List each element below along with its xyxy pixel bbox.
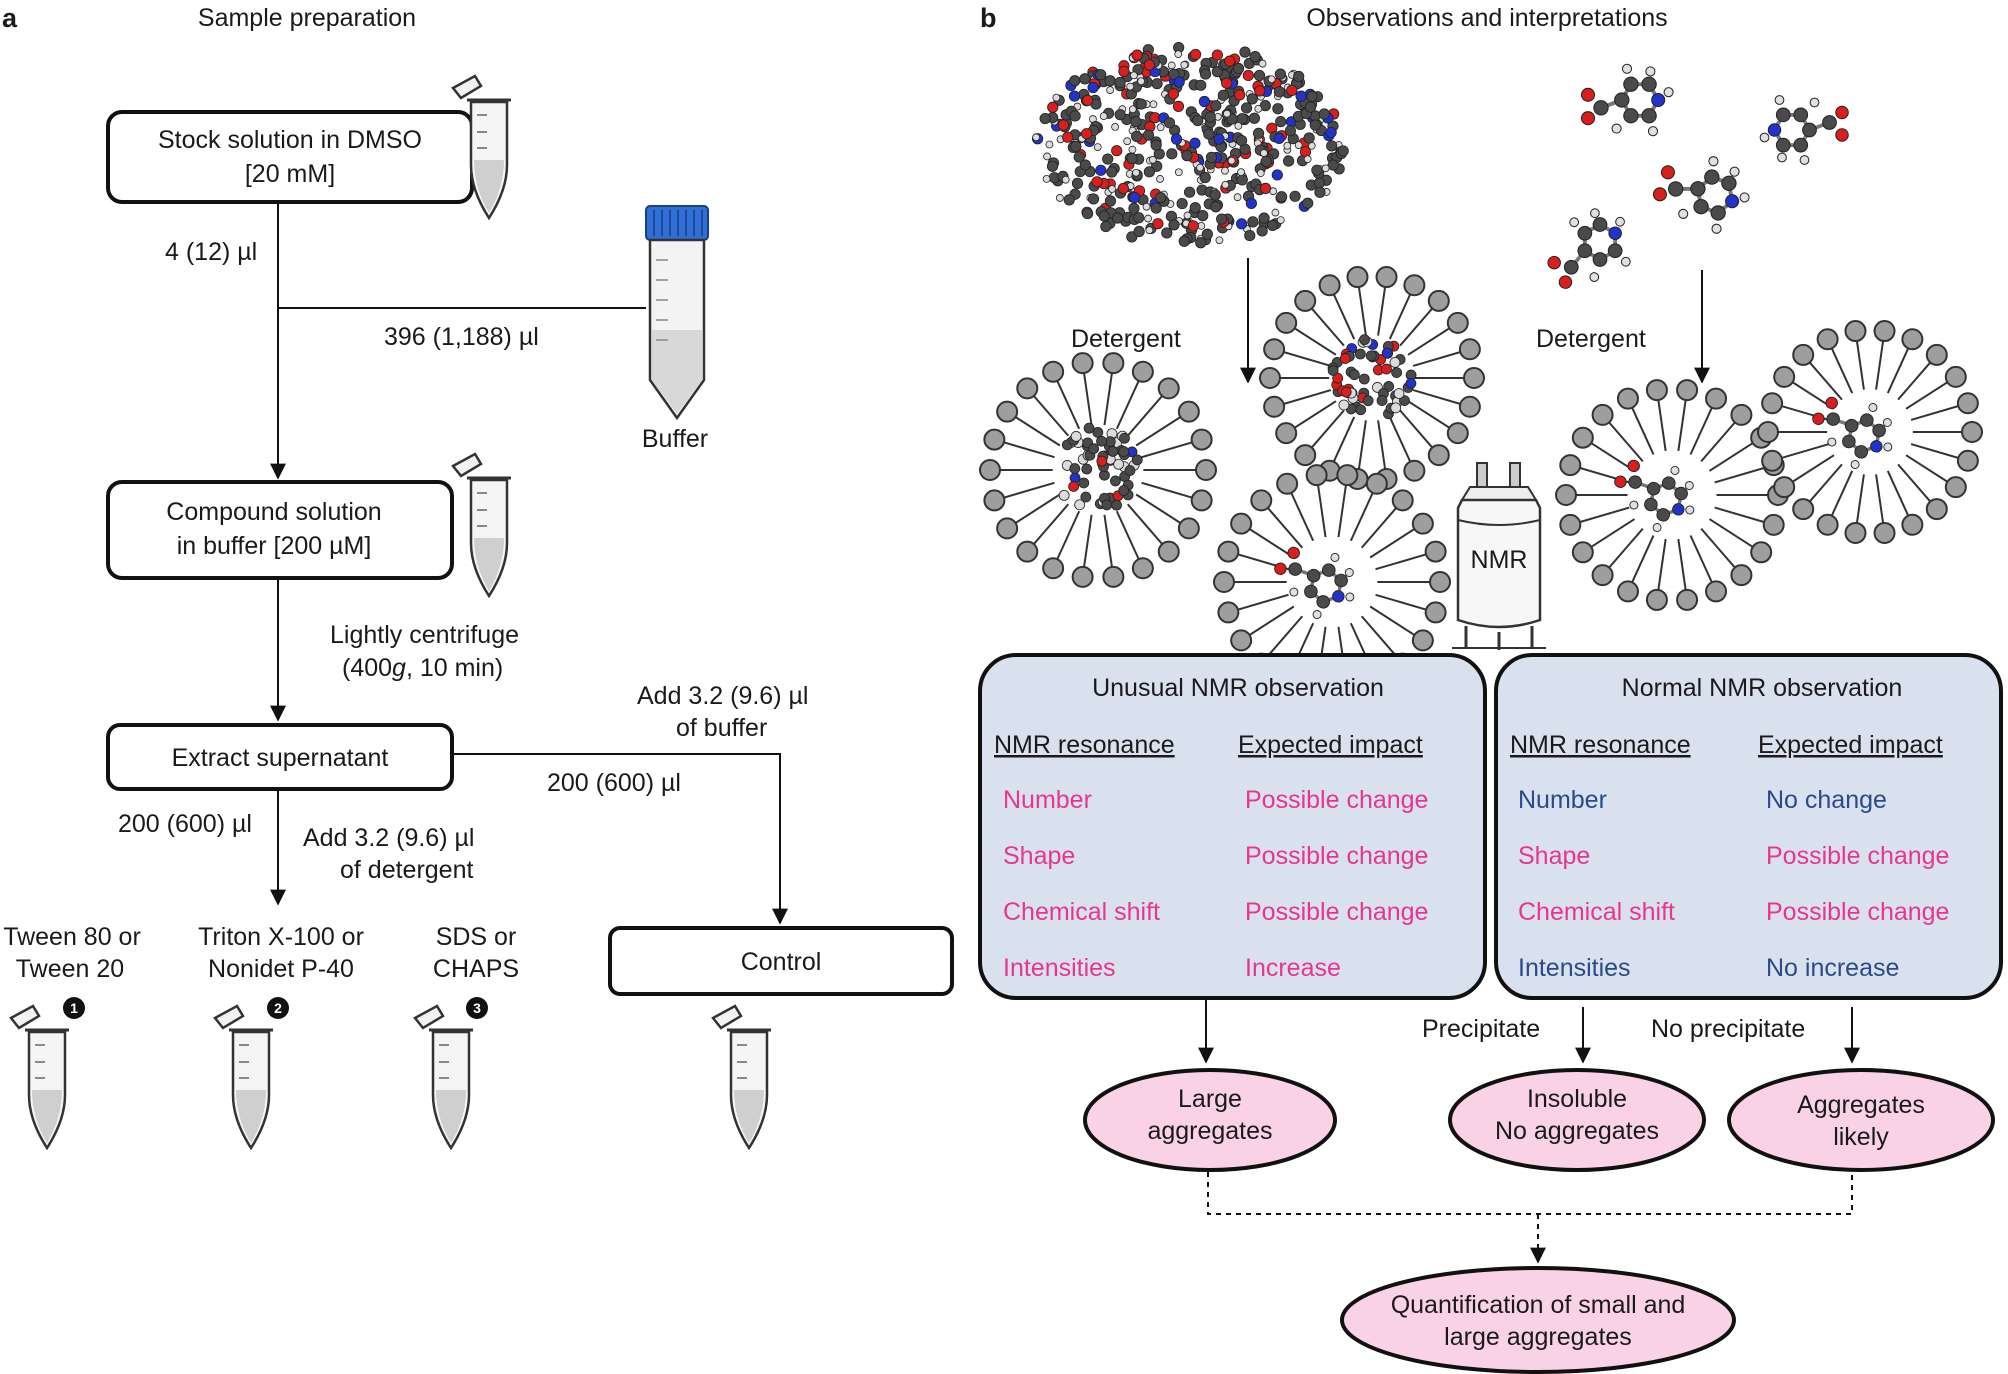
unusual-observation-title: Unusual NMR observation [1092, 674, 1384, 702]
detergent-label-left: Detergent [1071, 325, 1181, 353]
normal-resonance-2: Chemical shift [1518, 898, 1675, 926]
panel-a-title: Sample preparation [198, 4, 416, 32]
insoluble-node [1448, 1068, 1706, 1172]
control-tube-icon [711, 1004, 773, 1150]
compound-solution-box [106, 480, 454, 580]
normal-impact-1: Possible change [1766, 842, 1949, 870]
detergent-option-3: SDS or [436, 923, 517, 951]
normal-impact-0: No change [1766, 786, 1887, 814]
unusual-observation-panel [978, 653, 1487, 1000]
panel-b: b Observations and interpretations Deter… [978, 3, 2003, 1374]
normal-resonance-0: Number [1518, 786, 1607, 814]
add-buffer-label-2: of buffer [676, 714, 767, 742]
add-detergent-label-2: of detergent [340, 856, 473, 884]
precipitate-label: Precipitate [1422, 1015, 1540, 1043]
panel-a-letter: a [2, 3, 18, 33]
unusual-impact-0: Possible change [1245, 786, 1428, 814]
buffer-falcon-tube-icon [645, 205, 709, 421]
normal-col-resonance: NMR resonance [1510, 731, 1691, 759]
stock-volume-label: 4 (12) µl [165, 238, 257, 266]
control-label: Control [741, 948, 822, 976]
detergent-option-2-alt: Nonidet P-40 [208, 955, 354, 983]
unusual-impact-3: Increase [1245, 954, 1341, 982]
unusual-impact-2: Possible change [1245, 898, 1428, 926]
panel-b-title: Observations and interpretations [1306, 4, 1667, 32]
panel-b-letter: b [980, 3, 997, 33]
unusual-resonance-3: Intensities [1003, 954, 1116, 982]
svg-text:1: 1 [70, 1000, 78, 1016]
insoluble-label-2: No aggregates [1495, 1117, 1659, 1145]
quantification-label-2: large aggregates [1444, 1323, 1632, 1351]
normal-resonance-3: Intensities [1518, 954, 1631, 982]
buffer-label: Buffer [642, 425, 708, 453]
no-precipitate-label: No precipitate [1651, 1015, 1805, 1043]
extract-supernatant-label: Extract supernatant [172, 744, 389, 772]
add-detergent-label: Add 3.2 (9.6) µl [303, 824, 474, 852]
aggregates-likely-label: Aggregates [1797, 1091, 1925, 1119]
control-box [608, 926, 954, 996]
panel-a: a Sample preparation Stock solution in D… [2, 3, 954, 1150]
detergent-badge-2 [267, 997, 289, 1019]
svg-text:3: 3 [473, 1000, 481, 1016]
detergent-badge-1 [63, 997, 85, 1019]
large-aggregates-label: Large [1178, 1085, 1242, 1113]
detergent-badge-3 [466, 997, 488, 1019]
stock-concentration-label: [20 mM] [245, 160, 335, 188]
detergent-tube-3-icon [413, 1004, 475, 1150]
quantification-node [1340, 1266, 1736, 1374]
nmr-spectrometer-icon [1452, 462, 1546, 650]
unusual-resonance-0: Number [1003, 786, 1092, 814]
large-aggregates-node [1083, 1068, 1337, 1172]
detergent-option-1: Tween 80 or [3, 923, 141, 951]
detergent-tube-1-icon [9, 1004, 71, 1150]
aggregates-likely-node [1727, 1068, 1995, 1172]
normal-impact-2: Possible change [1766, 898, 1949, 926]
nmr-label: NMR [1471, 546, 1528, 574]
unusual-impact-1: Possible change [1245, 842, 1428, 870]
unusual-col-resonance: NMR resonance [994, 731, 1175, 759]
normal-observation-title: Normal NMR observation [1622, 674, 1903, 702]
compound-tube-icon [451, 452, 513, 598]
detergent-option-1-alt: Tween 20 [16, 955, 124, 983]
large-aggregates-label-2: aggregates [1147, 1117, 1272, 1145]
detergent-option-2: Triton X-100 or [198, 923, 364, 951]
unusual-resonance-2: Chemical shift [1003, 898, 1160, 926]
compound-concentration-label: in buffer [200 µM] [177, 532, 372, 560]
unusual-col-impact: Expected impact [1238, 731, 1423, 759]
insoluble-label: Insoluble [1527, 1085, 1627, 1113]
control-volume-label: 200 (600) µl [547, 769, 681, 797]
normal-col-impact: Expected impact [1758, 731, 1943, 759]
compound-solution-label: Compound solution [166, 498, 381, 526]
normal-resonance-1: Shape [1518, 842, 1590, 870]
arrow-extract-to-control [452, 753, 788, 925]
centrifuge-conditions-label: (400g, 10 min) [342, 654, 503, 682]
detergent-option-3-alt: CHAPS [433, 955, 519, 983]
aggregate-molecule-cluster-icon [1031, 41, 1349, 249]
normal-impact-3: No increase [1766, 954, 1899, 982]
aggregates-likely-label-2: likely [1833, 1123, 1889, 1151]
detergent-label-right: Detergent [1536, 325, 1646, 353]
unusual-resonance-1: Shape [1003, 842, 1075, 870]
detergent-tube-2-icon [213, 1004, 275, 1150]
svg-text:2: 2 [274, 1000, 282, 1016]
detergent-volume-label: 200 (600) µl [118, 810, 252, 838]
buffer-volume-label: 396 (1,188) µl [384, 323, 539, 351]
stock-solution-label: Stock solution in DMSO [158, 126, 422, 154]
centrifuge-label: Lightly centrifuge [330, 621, 519, 649]
dashed-merge-line [1207, 1172, 1853, 1215]
free-monomers-icon [1547, 63, 1849, 289]
quantification-label: Quantification of small and [1391, 1291, 1686, 1319]
normal-observation-panel [1494, 653, 2003, 1000]
detergent-micelles-icon [979, 266, 1983, 700]
add-buffer-label: Add 3.2 (9.6) µl [637, 682, 808, 710]
extract-supernatant-box [106, 723, 454, 791]
